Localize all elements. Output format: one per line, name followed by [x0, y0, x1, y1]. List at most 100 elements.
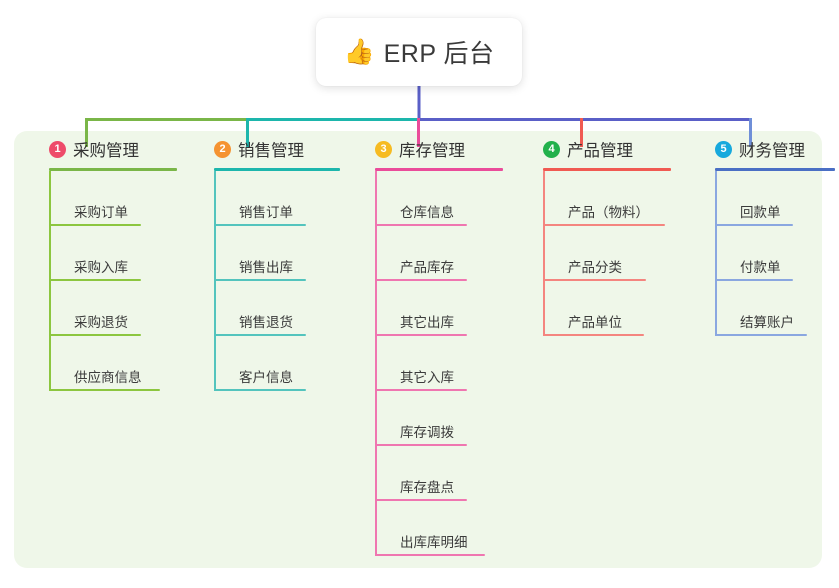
menu-item-label: 销售订单 — [239, 205, 293, 220]
menu-item-label: 回款单 — [740, 205, 781, 220]
menu-item-rule — [375, 389, 467, 391]
column-badge-1: 1 — [49, 140, 66, 158]
column-badge-4: 4 — [543, 140, 560, 158]
diagram-panel — [14, 131, 822, 568]
menu-item-label: 付款单 — [740, 260, 781, 275]
menu-item-label: 结算账户 — [740, 315, 794, 330]
menu-item[interactable]: 销售订单 — [201, 171, 361, 226]
column-spine-5 — [715, 171, 717, 336]
menu-item-label: 仓库信息 — [400, 205, 454, 220]
menu-item[interactable]: 采购入库 — [36, 226, 196, 281]
menu-item[interactable]: 产品（物料） — [530, 171, 705, 226]
menu-item-rule — [49, 334, 141, 336]
menu-item[interactable]: 结算账户 — [702, 281, 837, 336]
menu-item-rule — [543, 224, 665, 226]
menu-item-label: 库存盘点 — [400, 480, 454, 495]
menu-item-rule — [214, 279, 306, 281]
column-2: 2 销售管理销售订单销售出库销售退货客户信息 — [201, 131, 361, 391]
column-4: 4 产品管理产品（物料） 产品分类产品单位 — [530, 131, 705, 336]
column-header-1[interactable]: 1 采购管理 — [36, 131, 196, 167]
root-node-card[interactable]: 👍 ERP 后台 — [316, 18, 522, 86]
column-3: 3 库存管理仓库信息产品库存其它出库其它入库库存调拨库存盘点出库库明细 — [362, 131, 532, 556]
menu-item-label: 产品分类 — [568, 260, 622, 275]
menu-item[interactable]: 产品分类 — [530, 226, 705, 281]
menu-item[interactable]: 其它出库 — [362, 281, 532, 336]
column-title-2: 销售管理 — [238, 142, 304, 160]
menu-item[interactable]: 产品单位 — [530, 281, 705, 336]
menu-item-rule — [715, 279, 793, 281]
menu-item-label: 其它入库 — [400, 370, 454, 385]
menu-item-rule — [543, 334, 644, 336]
column-header-4[interactable]: 4 产品管理 — [530, 131, 705, 167]
menu-item-rule — [375, 279, 467, 281]
menu-item[interactable]: 客户信息 — [201, 336, 361, 391]
menu-item-label: 产品库存 — [400, 260, 454, 275]
menu-item[interactable]: 其它入库 — [362, 336, 532, 391]
column-container: 1 采购管理采购订单采购入库采购退货供应商信息 2 销售管理销售订单销售出库销售退货客… — [14, 131, 835, 568]
column-title-4: 产品管理 — [567, 142, 633, 160]
menu-item[interactable]: 供应商信息 — [36, 336, 196, 391]
column-title-5: 财务管理 — [739, 142, 805, 160]
column-badge-5: 5 — [715, 140, 732, 158]
column-body-2: 销售订单销售出库销售退货客户信息 — [201, 171, 361, 391]
column-5: 5 财务管理回款单付款单结算账户 — [702, 131, 837, 336]
menu-item-label: 客户信息 — [239, 370, 293, 385]
menu-item-label: 其它出库 — [400, 315, 454, 330]
menu-item-rule — [49, 389, 160, 391]
menu-item-rule — [214, 224, 306, 226]
menu-item[interactable]: 产品库存 — [362, 226, 532, 281]
menu-item-label: 销售出库 — [239, 260, 293, 275]
menu-item-label: 出库库明细 — [400, 535, 468, 550]
menu-item-rule — [715, 334, 807, 336]
column-header-5[interactable]: 5 财务管理 — [702, 131, 837, 167]
menu-item[interactable]: 库存调拨 — [362, 391, 532, 446]
column-rule-1 — [49, 168, 177, 171]
column-header-3[interactable]: 3 库存管理 — [362, 131, 532, 167]
menu-item-rule — [375, 499, 467, 501]
column-rule-2 — [214, 168, 340, 171]
menu-item-label: 采购入库 — [74, 260, 128, 275]
column-spine-4 — [543, 171, 545, 336]
column-title-3: 库存管理 — [399, 142, 465, 160]
menu-item[interactable]: 采购订单 — [36, 171, 196, 226]
menu-item-rule — [375, 554, 485, 556]
menu-item[interactable]: 库存盘点 — [362, 446, 532, 501]
menu-item[interactable]: 销售出库 — [201, 226, 361, 281]
menu-item-label: 供应商信息 — [74, 370, 142, 385]
column-spine-1 — [49, 171, 51, 391]
menu-item-rule — [49, 279, 141, 281]
column-badge-2: 2 — [214, 140, 231, 158]
column-body-5: 回款单付款单结算账户 — [702, 171, 837, 336]
menu-item-label: 产品（物料） — [568, 205, 649, 220]
column-rule-3 — [375, 168, 503, 171]
column-spine-3 — [375, 171, 377, 556]
column-header-2[interactable]: 2 销售管理 — [201, 131, 361, 167]
menu-item-rule — [375, 224, 467, 226]
column-body-4: 产品（物料） 产品分类产品单位 — [530, 171, 705, 336]
column-rule-5 — [715, 168, 835, 171]
menu-item-rule — [715, 224, 793, 226]
menu-item[interactable]: 销售退货 — [201, 281, 361, 336]
menu-item[interactable]: 出库库明细 — [362, 501, 532, 556]
menu-item-label: 产品单位 — [568, 315, 622, 330]
menu-item-rule — [543, 279, 646, 281]
root-node-title: ERP 后台 — [383, 40, 495, 68]
menu-item-label: 销售退货 — [239, 315, 293, 330]
column-rule-4 — [543, 168, 671, 171]
menu-item-rule — [214, 334, 306, 336]
menu-item[interactable]: 回款单 — [702, 171, 837, 226]
menu-item-rule — [49, 224, 141, 226]
column-body-3: 仓库信息产品库存其它出库其它入库库存调拨库存盘点出库库明细 — [362, 171, 532, 556]
menu-item[interactable]: 采购退货 — [36, 281, 196, 336]
column-title-1: 采购管理 — [73, 142, 139, 160]
column-body-1: 采购订单采购入库采购退货供应商信息 — [36, 171, 196, 391]
menu-item-label: 库存调拨 — [400, 425, 454, 440]
menu-item-rule — [375, 444, 467, 446]
menu-item[interactable]: 付款单 — [702, 226, 837, 281]
menu-item[interactable]: 仓库信息 — [362, 171, 532, 226]
menu-item-rule — [375, 334, 467, 336]
column-badge-3: 3 — [375, 140, 392, 158]
menu-item-rule — [214, 389, 306, 391]
column-spine-2 — [214, 171, 216, 391]
thumbs-up-icon: 👍 — [343, 37, 375, 66]
